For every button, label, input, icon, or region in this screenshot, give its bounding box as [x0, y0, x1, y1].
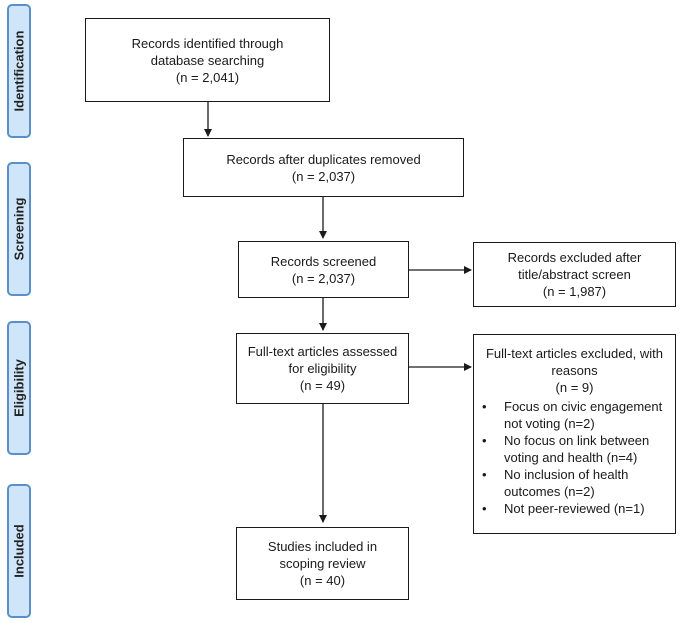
- box-fulltext-assessed: Full-text articles assessed for eligibil…: [236, 333, 409, 404]
- included-line2: scoping review: [279, 556, 366, 571]
- exclusion-reason: Focus on civic engagement not voting (n=…: [482, 398, 675, 432]
- fulltext-line2: for eligibility: [288, 361, 357, 376]
- fulltext-line1: Full-text articles assessed: [247, 344, 398, 359]
- box-records-identified: Records identified through database sear…: [85, 18, 330, 102]
- excluded-screen-line1: Records excluded after: [507, 250, 642, 265]
- phase-eligibility: Eligibility: [7, 321, 31, 455]
- included-count: (n = 40): [299, 573, 346, 588]
- identified-line2: database searching: [150, 52, 265, 68]
- fulltext-excluded-count: (n = 9): [555, 380, 594, 395]
- excluded-screen-count: (n = 1,987): [542, 284, 607, 299]
- box-records-after-duplicates: Records after duplicates removed (n = 2,…: [183, 138, 464, 197]
- identified-line1: Records identified through: [131, 35, 284, 51]
- phase-included: Included: [7, 484, 31, 618]
- identified-count: (n = 2,041): [175, 69, 240, 85]
- fulltext-excluded-line1: Full-text articles excluded, with: [485, 346, 663, 361]
- phase-identification: Identification: [7, 4, 31, 138]
- exclusion-reason: Not peer-reviewed (n=1): [482, 500, 675, 517]
- screened-line1: Records screened: [270, 253, 377, 269]
- exclusion-reason: No focus on link between voting and heal…: [482, 432, 675, 466]
- screened-count: (n = 2,037): [291, 270, 356, 286]
- box-records-excluded-screen: Records excluded after title/abstract sc…: [473, 242, 676, 307]
- fulltext-count: (n = 49): [299, 378, 346, 393]
- exclusion-reasons-list: Focus on civic engagement not voting (n=…: [474, 398, 675, 517]
- box-fulltext-excluded: Full-text articles excluded, with reason…: [473, 334, 676, 534]
- box-studies-included: Studies included in scoping review (n = …: [236, 527, 409, 600]
- included-line1: Studies included in: [267, 539, 378, 554]
- fulltext-excluded-line2: reasons: [551, 363, 598, 378]
- duplicates-count: (n = 2,037): [291, 168, 356, 184]
- duplicates-line1: Records after duplicates removed: [226, 151, 421, 167]
- box-records-screened: Records screened (n = 2,037): [238, 241, 409, 298]
- phase-screening: Screening: [7, 162, 31, 296]
- excluded-screen-line2: title/abstract screen: [518, 267, 631, 282]
- exclusion-reason: No inclusion of health outcomes (n=2): [482, 466, 675, 500]
